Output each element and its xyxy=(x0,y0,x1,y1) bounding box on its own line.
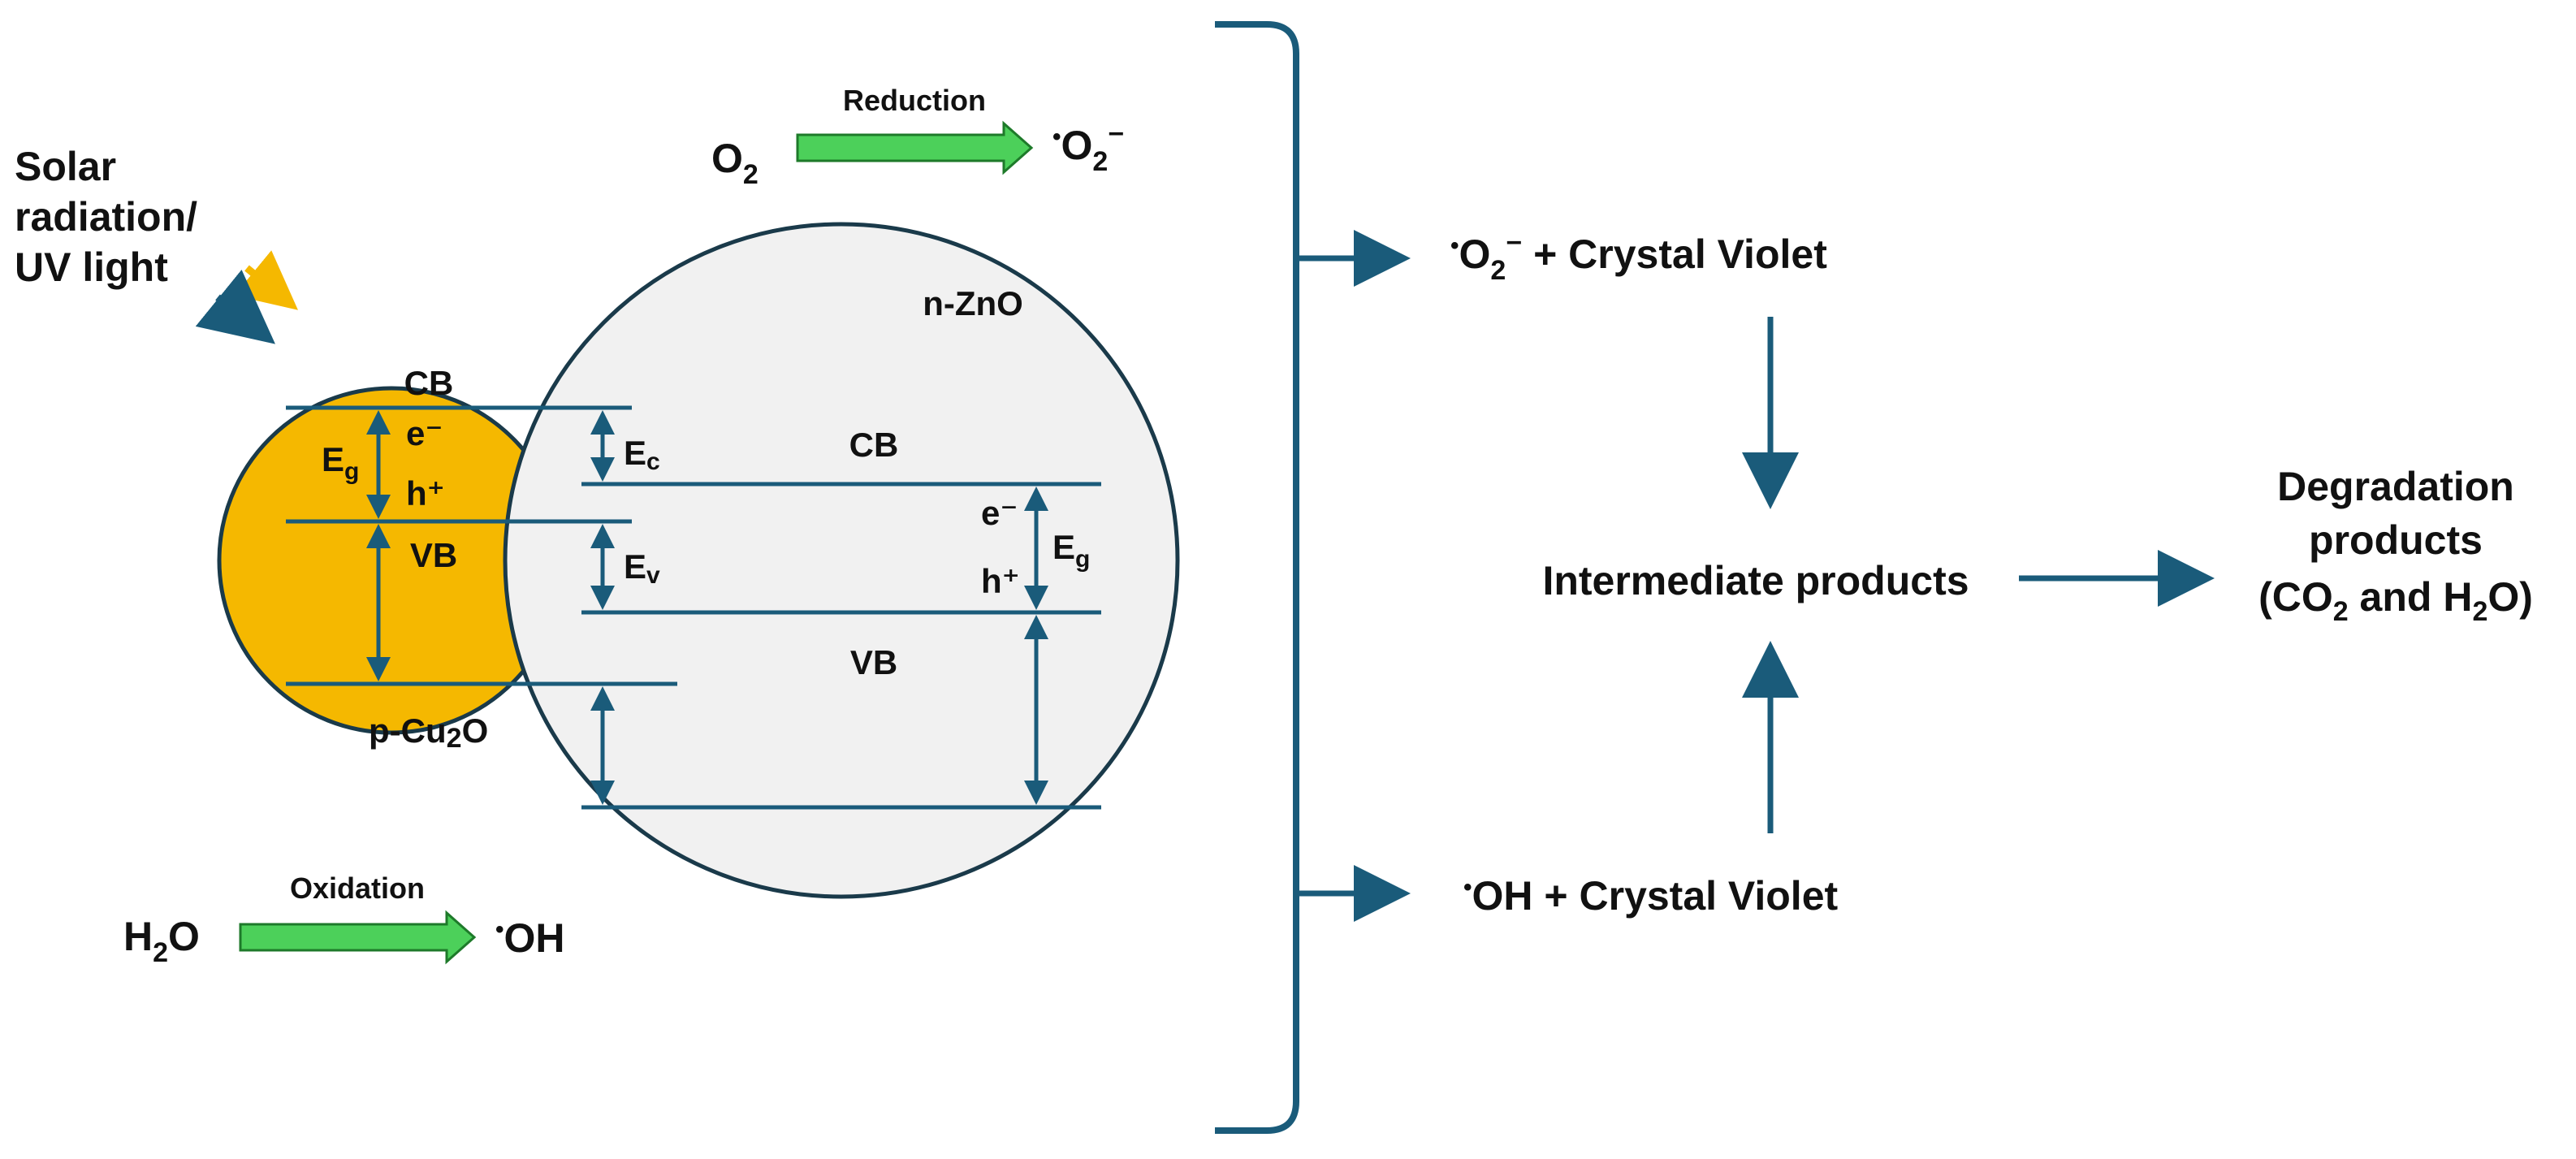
light-label-line3: UV light xyxy=(15,244,168,290)
oxidation-label: Oxidation xyxy=(290,871,425,905)
cu2o-eg-label: Eg xyxy=(322,440,359,485)
cu2o-cb-label: CB xyxy=(404,364,454,402)
oxidation-arrow-icon xyxy=(239,910,477,965)
zno-electron-label: e⁻ xyxy=(981,494,1018,532)
light-label-line2: radiation/ xyxy=(15,194,197,240)
reduction-product: •O2− xyxy=(1052,119,1124,177)
cu2o-hole-label: h⁺ xyxy=(406,474,445,512)
zno-cb-label: CB xyxy=(849,426,899,464)
degradation-line3: (CO2 and H2O) xyxy=(2258,574,2533,627)
degradation-line1: Degradation xyxy=(2277,464,2514,509)
zno-name-label: n-ZnO xyxy=(923,284,1023,322)
yellow-light-arrow-icon xyxy=(234,250,298,310)
cu2o-name-label: p-Cu2O xyxy=(369,711,488,754)
ev-label: Ev xyxy=(624,547,660,589)
cu2o-vb-label: VB xyxy=(410,536,457,574)
superoxide-crystal-violet: •O2− + Crystal Violet xyxy=(1450,227,1827,286)
zno-eg-label: Eg xyxy=(1052,528,1090,573)
reduction-arrow-icon xyxy=(796,120,1034,175)
reduction-label: Reduction xyxy=(843,84,986,117)
oxidation-product: •OH xyxy=(495,915,565,961)
bracket xyxy=(1215,21,1299,1134)
intermediate-products: Intermediate products xyxy=(1542,558,1969,603)
oxidation-reactant: H2O xyxy=(123,914,200,968)
ec-label: Ec xyxy=(624,434,660,475)
zno-hole-label: h⁺ xyxy=(981,562,1020,600)
zno-vb-label: VB xyxy=(850,643,897,681)
degradation-line2: products xyxy=(2309,517,2483,563)
zno-particle xyxy=(503,222,1180,899)
light-label-line1: Solar xyxy=(15,144,116,189)
hydroxyl-crystal-violet: •OH + Crystal Violet xyxy=(1463,873,1839,919)
blue-light-arrow-icon xyxy=(195,269,275,344)
reduction-reactant: O2 xyxy=(711,136,759,190)
cu2o-electron-label: e⁻ xyxy=(406,414,443,452)
